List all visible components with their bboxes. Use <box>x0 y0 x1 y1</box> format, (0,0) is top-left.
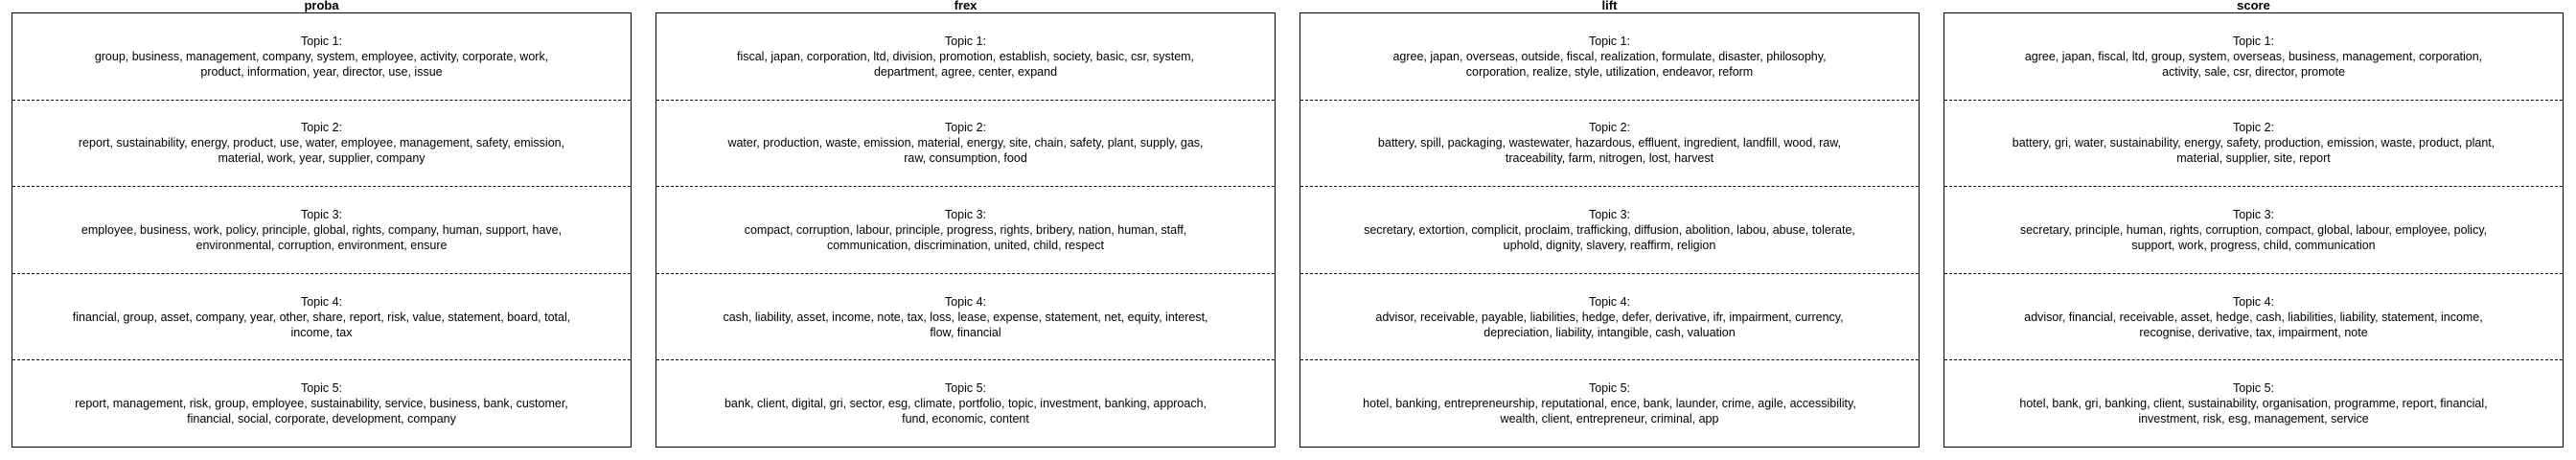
panel-title: proba <box>304 0 339 12</box>
topic-cell: Topic 1: group, business, management, co… <box>12 13 631 100</box>
topic-words: group, business, management, company, sy… <box>94 49 549 79</box>
topic-label: Topic 2: <box>2232 121 2275 135</box>
topic-label: Topic 3: <box>300 207 343 221</box>
topic-cell: Topic 5: report, management, risk, group… <box>12 359 631 447</box>
panel-title: frex <box>954 0 978 12</box>
topic-cell: Topic 4: advisor, receivable, payable, l… <box>1300 272 1919 360</box>
topic-words: water, production, waste, emission, mate… <box>727 136 1204 166</box>
topic-label: Topic 3: <box>1588 207 1631 221</box>
topic-label: Topic 5: <box>1588 381 1631 396</box>
topic-cell: Topic 1: agree, japan, fiscal, ltd, grou… <box>1944 13 2563 100</box>
topic-cell: Topic 3: compact, corruption, labour, pr… <box>656 186 1275 273</box>
topic-words: fiscal, japan, corporation, ltd, divisio… <box>736 49 1195 79</box>
topic-words: cash, liability, asset, income, note, ta… <box>723 310 1208 339</box>
topic-list: Topic 1: agree, japan, fiscal, ltd, grou… <box>1944 12 2564 448</box>
topic-words: battery, gri, water, sustainability, ene… <box>2012 136 2496 166</box>
topic-words: financial, group, asset, company, year, … <box>72 310 571 339</box>
topic-cell: Topic 2: battery, gri, water, sustainabi… <box>1944 99 2563 187</box>
topic-label: Topic 4: <box>944 294 987 309</box>
topic-words: battery, spill, packaging, wastewater, h… <box>1377 136 1842 166</box>
topic-words: report, management, risk, group, employe… <box>75 397 568 426</box>
topic-label: Topic 1: <box>300 34 343 48</box>
panel-score: score Topic 1: agree, japan, fiscal, ltd… <box>1944 0 2564 448</box>
topic-label: Topic 1: <box>944 34 987 48</box>
topic-cell: Topic 3: employee, business, work, polic… <box>12 186 631 273</box>
topic-label: Topic 5: <box>300 381 343 396</box>
topic-words: advisor, receivable, payable, liabilitie… <box>1375 310 1844 339</box>
topic-cell: Topic 4: advisor, financial, receivable,… <box>1944 272 2563 360</box>
topic-label: Topic 2: <box>1588 121 1631 135</box>
topic-cell: Topic 2: battery, spill, packaging, wast… <box>1300 99 1919 187</box>
topic-words: compact, corruption, labour, principle, … <box>744 222 1187 252</box>
topic-label: Topic 5: <box>2232 381 2275 396</box>
topic-words: bank, client, digital, gri, sector, esg,… <box>724 397 1208 426</box>
topic-label: Topic 4: <box>2232 294 2275 309</box>
topic-words: hotel, banking, entrepreneurship, reputa… <box>1363 397 1856 426</box>
topic-cell: Topic 2: report, sustainability, energy,… <box>12 99 631 187</box>
topic-cell: Topic 1: fiscal, japan, corporation, ltd… <box>656 13 1275 100</box>
topic-cell: Topic 2: water, production, waste, emiss… <box>656 99 1275 187</box>
topic-words: advisor, financial, receivable, asset, h… <box>2024 310 2483 339</box>
topic-words: employee, business, work, policy, princi… <box>80 222 563 252</box>
panel-title: lift <box>1601 0 1618 12</box>
topic-cell: Topic 4: financial, group, asset, compan… <box>12 272 631 360</box>
topic-cell: Topic 1: agree, japan, overseas, outside… <box>1300 13 1919 100</box>
topic-label: Topic 3: <box>944 207 987 221</box>
panel-lift: lift Topic 1: agree, japan, overseas, ou… <box>1300 0 1920 448</box>
topic-cell: Topic 5: hotel, banking, entrepreneurshi… <box>1300 359 1919 447</box>
topic-cell: Topic 3: secretary, principle, human, ri… <box>1944 186 2563 273</box>
topic-label: Topic 3: <box>2232 207 2275 221</box>
topic-cell: Topic 4: cash, liability, asset, income,… <box>656 272 1275 360</box>
topic-words: report, sustainability, energy, product,… <box>78 136 565 166</box>
topic-words: secretary, extortion, complicit, proclai… <box>1364 222 1855 252</box>
topic-list: Topic 1: group, business, management, co… <box>12 12 632 448</box>
topic-label: Topic 4: <box>300 294 343 309</box>
topic-list: Topic 1: fiscal, japan, corporation, ltd… <box>656 12 1276 448</box>
topic-label: Topic 1: <box>2232 34 2275 48</box>
topic-cell: Topic 5: hotel, bank, gri, banking, clie… <box>1944 359 2563 447</box>
topic-words: hotel, bank, gri, banking, client, susta… <box>2019 397 2488 426</box>
topic-label: Topic 4: <box>1588 294 1631 309</box>
topic-words: agree, japan, overseas, outside, fiscal,… <box>1392 49 1827 79</box>
topic-label: Topic 5: <box>944 381 987 396</box>
topic-words: agree, japan, fiscal, ltd, group, system… <box>2024 49 2483 79</box>
topic-label: Topic 2: <box>944 121 987 135</box>
topic-words: secretary, principle, human, rights, cor… <box>2019 222 2488 252</box>
topic-cell: Topic 5: bank, client, digital, gri, sec… <box>656 359 1275 447</box>
topic-cell: Topic 3: secretary, extortion, complicit… <box>1300 186 1919 273</box>
panel-title: score <box>2237 0 2270 12</box>
topic-label: Topic 2: <box>300 121 343 135</box>
topic-label: Topic 1: <box>1588 34 1631 48</box>
panel-proba: proba Topic 1: group, business, manageme… <box>12 0 632 448</box>
topic-list: Topic 1: agree, japan, overseas, outside… <box>1300 12 1920 448</box>
panel-frex: frex Topic 1: fiscal, japan, corporation… <box>656 0 1276 448</box>
